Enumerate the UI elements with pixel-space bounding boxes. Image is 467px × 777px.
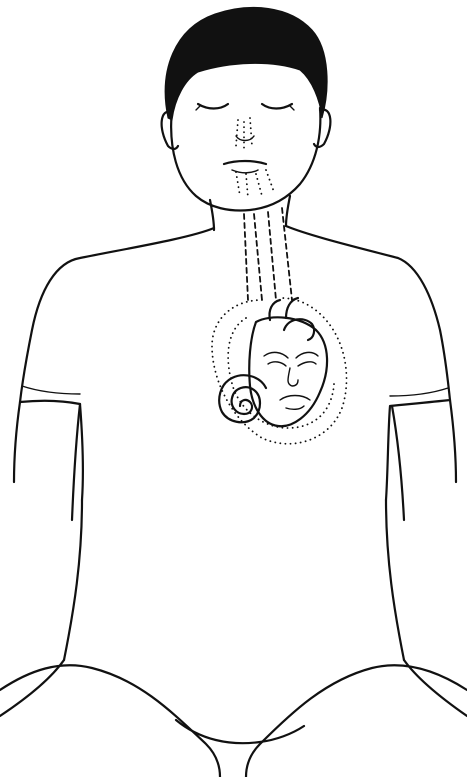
breath-channel-3 [268,212,276,300]
heart-vessel-arch [284,319,314,340]
heart-mouth [280,396,310,401]
breath-channel-2 [254,214,262,300]
lap-center [176,720,304,743]
left-eye-closed [198,104,228,109]
torso-left [20,228,214,500]
neck-right [286,196,290,226]
heart-eye-right [298,362,316,366]
torso-right [286,226,450,500]
heart-outline [249,317,327,426]
right-eye-closed [262,104,292,109]
energy-loop-inner [228,318,334,428]
heart-eye-left [268,362,286,366]
breath-channel-1 [244,214,248,300]
lap-outline [0,665,220,777]
lap-outline-right [246,665,467,777]
mouth [224,161,266,164]
right-arm [450,400,456,482]
mouth-breath-dots [236,170,274,198]
legs-left [0,660,64,716]
legs-right [404,660,467,716]
left-lash [196,106,200,110]
right-inner-arm [392,406,404,520]
heart-face-icon [249,298,327,426]
nose-breath-dots [236,118,252,150]
heart-chin [286,406,304,409]
left-arm [14,402,20,482]
heart-vessel-mid [286,298,298,318]
head-outline [171,108,320,210]
heart-nose [288,368,298,386]
left-sleeve [22,386,80,394]
heart-brow-left [264,352,288,358]
heart-brow-right [296,352,318,358]
spiral-icon [219,375,266,422]
right-sleeve [390,388,448,396]
waist-right [386,500,404,660]
hair [165,7,327,120]
waist-left [64,500,82,660]
spiral [219,375,266,422]
left-inner-arm [72,404,80,520]
right-lash [290,106,294,110]
